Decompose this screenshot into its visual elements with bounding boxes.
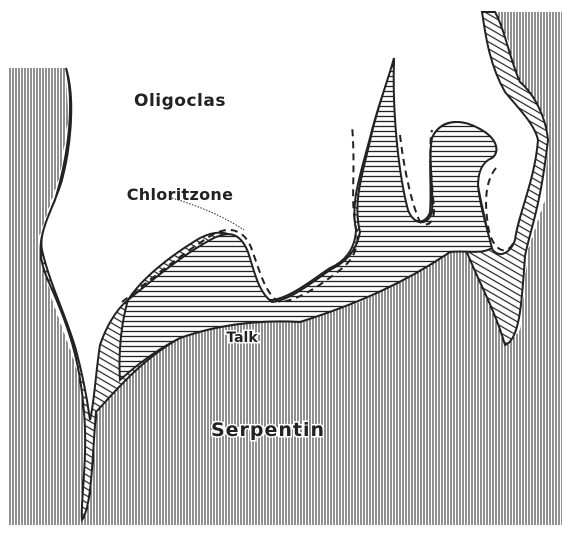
serpentin-region (8, 68, 86, 525)
label-serpentin: Serpentin (211, 419, 325, 441)
label-chloritzone: Chloritzone (127, 185, 233, 204)
chloritzone-boundary-far-right (486, 168, 515, 250)
label-talk: Talk (226, 330, 258, 346)
label-oligoclas: Oligoclas (134, 91, 226, 111)
